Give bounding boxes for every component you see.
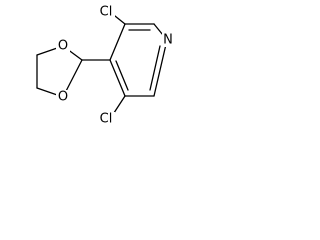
pyridine-ring <box>109 23 168 97</box>
atom-label-o-upper: O <box>58 39 68 54</box>
atom-o-lower: O <box>56 90 70 105</box>
double-bond-n-c2 <box>149 45 161 91</box>
atom-label-o-lower: O <box>58 90 68 105</box>
atom-cl-top: Cl <box>96 5 115 20</box>
bond-c3-c4 <box>109 59 126 97</box>
atom-label-cl-top: Cl <box>100 5 113 20</box>
bond-c4-c5 <box>109 23 126 61</box>
atom-cl-bottom: Cl <box>96 112 115 127</box>
bond-n-c2 <box>153 39 168 97</box>
atom-n: N <box>162 33 175 48</box>
structure-diagram: Cl N O O Cl <box>36 5 175 127</box>
atom-label-n: N <box>163 33 173 48</box>
double-bond-c3-c4 <box>115 60 129 91</box>
atom-o-upper: O <box>56 39 70 54</box>
atom-label-cl-bottom: Cl <box>100 112 113 127</box>
